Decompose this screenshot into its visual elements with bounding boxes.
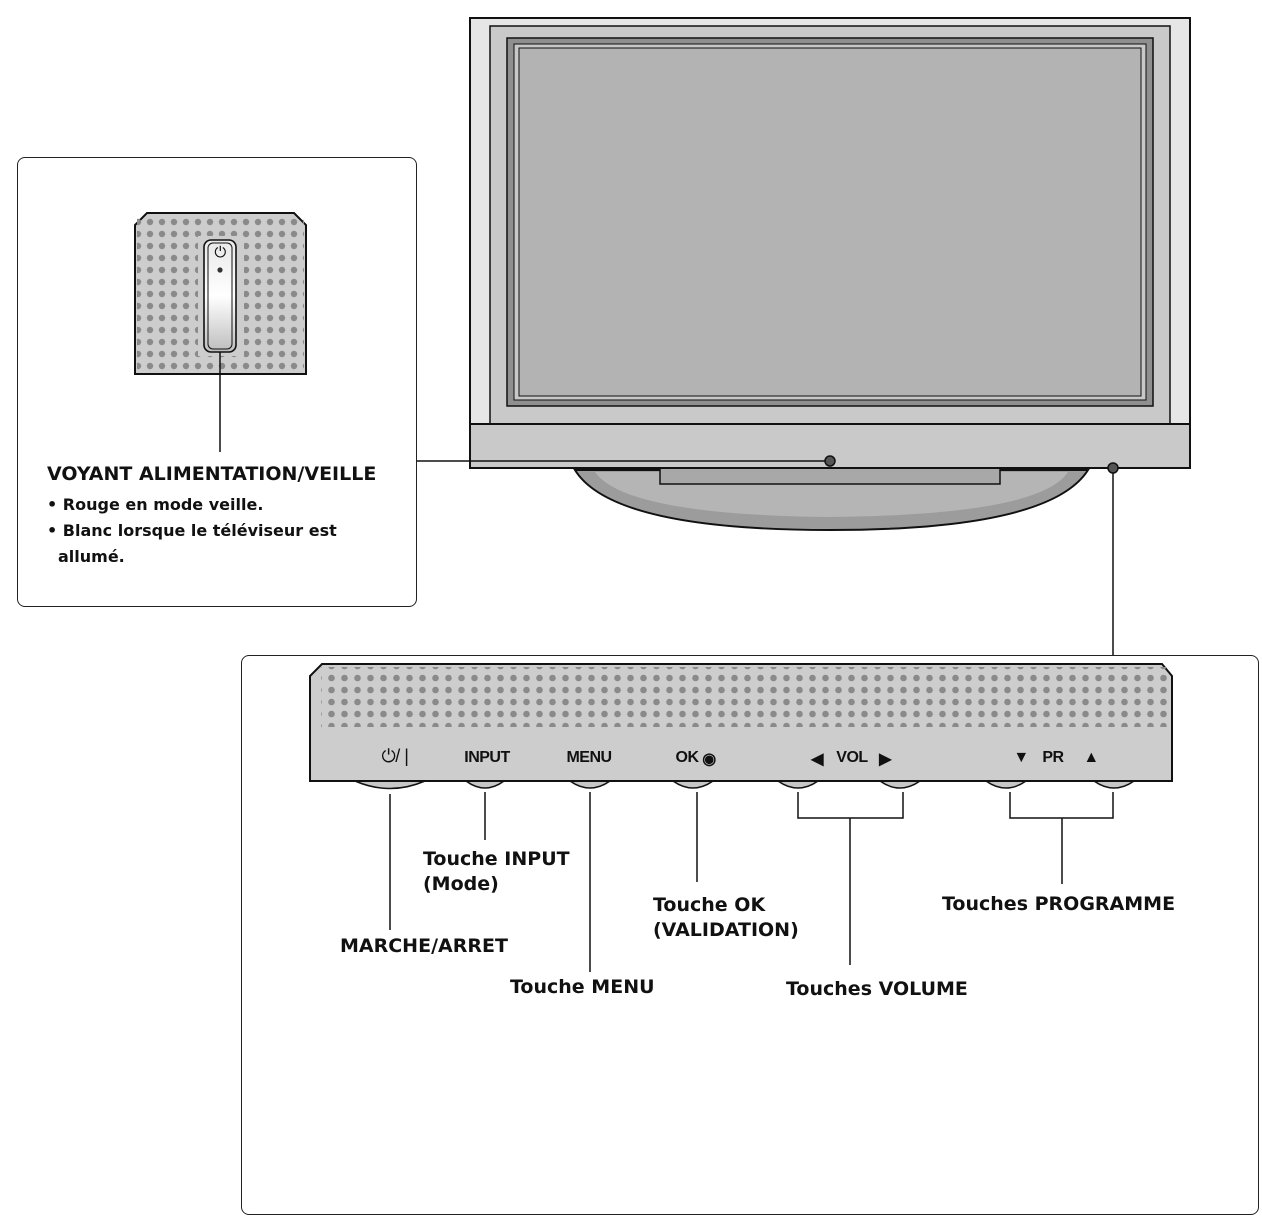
vol-left-arrow-icon: ◀ <box>811 751 823 768</box>
power-button-label: ⏻/ | <box>381 746 409 766</box>
ok-button-label: OK <box>675 749 700 766</box>
panel-callout-box <box>241 655 1259 1215</box>
input-button-label: INPUT <box>464 749 510 766</box>
input-callout-label-2: (Mode) <box>423 873 499 895</box>
input-callout-label-1: Touche INPUT <box>423 848 570 870</box>
standby-power-icon: ⏻ <box>214 244 226 261</box>
ok-callout-label-1: Touche OK <box>653 894 766 916</box>
indicator-callout-box <box>17 157 417 607</box>
programme-callout-label: Touches PROGRAMME <box>942 893 1176 915</box>
menu-callout-label: Touche MENU <box>510 976 655 998</box>
standby-bullet-white-cont: allumé. <box>58 547 125 566</box>
standby-bullet-red: • Rouge en mode veille. <box>47 495 264 514</box>
pr-down-arrow-icon: ▼ <box>1013 749 1029 766</box>
tv-illustration <box>469 17 1191 532</box>
menu-button-label: MENU <box>566 749 612 766</box>
indicator-closeup <box>134 212 307 452</box>
standby-bullet-white: • Blanc lorsque le téléviseur est <box>47 521 337 540</box>
panel-closeup <box>309 663 1173 972</box>
power-callout-label: MARCHE/ARRET <box>340 935 508 957</box>
vol-button-label: VOL <box>836 749 868 766</box>
ok-circle-icon: ◉ <box>702 751 716 768</box>
standby-indicator-title: VOYANT ALIMENTATION/VEILLE <box>47 463 377 485</box>
ok-callout-label-2: (VALIDATION) <box>653 919 799 941</box>
pr-up-arrow-icon: ▲ <box>1083 749 1099 766</box>
volume-callout-label: Touches VOLUME <box>786 978 968 1000</box>
vol-right-arrow-icon: ▶ <box>879 751 891 768</box>
pr-button-label: PR <box>1042 749 1064 766</box>
